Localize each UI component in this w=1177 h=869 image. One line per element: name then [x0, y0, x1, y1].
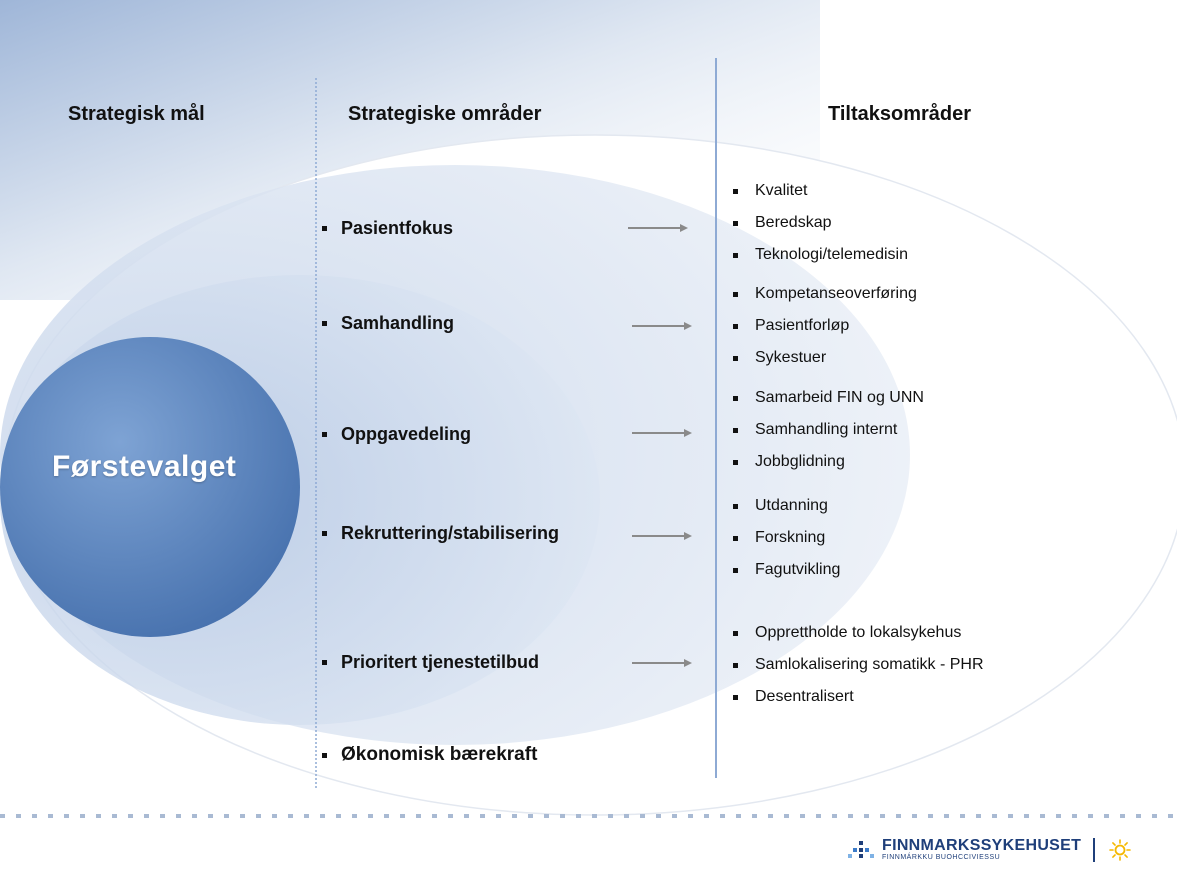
measure-label: Forskning [755, 529, 826, 546]
bullet-icon [733, 291, 738, 297]
measure-item: Samhandling internt [733, 414, 924, 446]
header-measures: Tiltaksområder [828, 103, 972, 125]
measure-label: Kvalitet [755, 182, 808, 199]
arrow-icon [632, 532, 692, 540]
measure-label: Pasientforløp [755, 317, 850, 334]
measure-group: Opprettholde to lokalsykehus Samlokalise… [733, 617, 984, 713]
measure-label: Teknologi/telemedisin [755, 246, 908, 263]
measure-group: Kompetanseoverføring Pasientforløp Sykes… [733, 278, 917, 374]
measure-label: Utdanning [755, 497, 828, 514]
area-label: Pasientfokus [341, 218, 454, 238]
goal-circle [0, 337, 300, 637]
measure-label: Fagutvikling [755, 561, 841, 578]
measure-group: Samarbeid FIN og UNN Samhandling internt… [733, 382, 924, 478]
measure-label: Beredskap [755, 214, 832, 231]
measure-group: Kvalitet Beredskap Teknologi/telemedisin [733, 175, 908, 271]
area-item: Prioritert tjenestetilbud [322, 652, 539, 673]
bullet-icon [733, 694, 738, 700]
measure-label: Jobbglidning [755, 453, 845, 470]
measure-label: Sykestuer [755, 349, 827, 366]
arrow-icon [632, 429, 692, 437]
bullet-icon [733, 252, 738, 258]
bullet-icon [322, 432, 327, 437]
bullet-icon [733, 535, 738, 541]
measure-item: Jobbglidning [733, 446, 924, 478]
header-areas: Strategiske områder [348, 103, 542, 125]
area-label: Rekruttering/stabilisering [341, 523, 560, 543]
bullet-icon [733, 220, 738, 226]
arrow-icon [628, 224, 688, 232]
measure-label: Desentralisert [755, 688, 854, 705]
measure-item: Samlokalisering somatikk - PHR [733, 649, 984, 681]
measure-label: Samhandling internt [755, 421, 898, 438]
area-item: Samhandling [322, 313, 454, 334]
measure-label: Samlokalisering somatikk - PHR [755, 656, 984, 673]
bullet-icon [322, 531, 327, 536]
logo-name: FINNMARKSSYKEHUSET [882, 837, 1082, 854]
measure-label: Samarbeid FIN og UNN [755, 389, 924, 406]
bullet-icon [733, 427, 738, 433]
arrow-icon [632, 322, 692, 330]
measure-item: Sykestuer [733, 342, 917, 374]
measure-item: Kvalitet [733, 175, 908, 207]
area-label: Samhandling [341, 313, 455, 333]
measure-item: Pasientforløp [733, 310, 917, 342]
area-item: Oppgavedeling [322, 424, 471, 445]
logo-subtitle: FINNMÁRKKU BUOHCCIVIESSU [882, 854, 1001, 861]
measure-group: Utdanning Forskning Fagutvikling [733, 490, 840, 586]
measure-item: Beredskap [733, 207, 908, 239]
measure-label: Kompetanseoverføring [755, 285, 917, 302]
logo-dots-icon [848, 841, 874, 858]
area-item: Rekruttering/stabilisering [322, 523, 559, 544]
area-item: Pasientfokus [322, 218, 453, 239]
sun-icon [1109, 839, 1132, 861]
logo-text: FINNMARKSSYKEHUSET FINNMÁRKKU BUOHCCIVIE… [882, 838, 1081, 862]
measure-label: Opprettholde to lokalsykehus [755, 624, 962, 641]
bullet-icon [733, 662, 738, 668]
measure-item: Fagutvikling [733, 554, 840, 586]
bullet-icon [733, 188, 738, 194]
measure-item: Kompetanseoverføring [733, 278, 917, 310]
measure-item: Forskning [733, 522, 840, 554]
measure-item: Samarbeid FIN og UNN [733, 382, 924, 414]
measure-item: Desentralisert [733, 681, 984, 713]
bullet-icon [733, 323, 738, 329]
bullet-icon [322, 660, 327, 665]
finnmarkssykehuset-logo: FINNMARKSSYKEHUSET FINNMÁRKKU BUOHCCIVIE… [848, 838, 1132, 862]
area-label: Økonomisk bærekraft [341, 744, 538, 765]
header-goal: Strategisk mål [68, 103, 205, 125]
measure-item: Opprettholde to lokalsykehus [733, 617, 984, 649]
area-label: Oppgavedeling [341, 424, 472, 444]
bullet-icon [733, 355, 738, 361]
goal-label: Førstevalget [52, 450, 237, 483]
bullet-icon [733, 459, 738, 465]
arrow-icon [632, 659, 692, 667]
bullet-icon [733, 395, 738, 401]
measure-item: Teknologi/telemedisin [733, 239, 908, 271]
bullet-icon [322, 226, 327, 231]
bullet-icon [322, 752, 327, 758]
bullet-icon [733, 567, 738, 573]
measure-item: Utdanning [733, 490, 840, 522]
bullet-icon [733, 630, 738, 636]
logo-separator [1093, 838, 1096, 862]
bullet-icon [322, 321, 327, 326]
area-label: Prioritert tjenestetilbud [341, 652, 540, 672]
bullet-icon [733, 503, 738, 509]
area-item: Økonomisk bærekraft [322, 744, 537, 766]
